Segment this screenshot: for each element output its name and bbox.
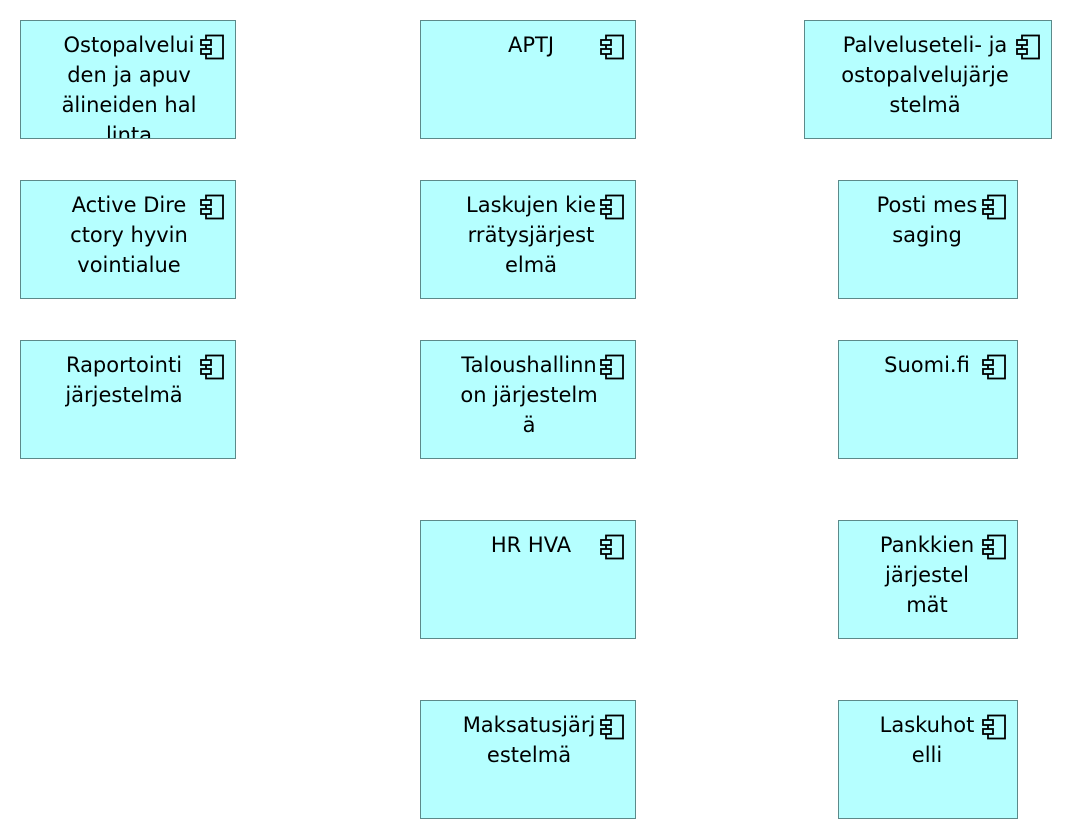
component-label: Laskujen kierrätysjärjestelmä [466, 193, 596, 277]
component-posti-messaging[interactable]: Posti messaging [838, 180, 1018, 299]
application-component-icon [199, 194, 225, 220]
component-active-directory[interactable]: Active Directory hyvinvointialue [20, 180, 236, 299]
component-label: HR HVA [490, 533, 572, 557]
application-component-icon [981, 714, 1007, 740]
component-taloushallinto[interactable]: Taloushallinnon järjestelmä [420, 340, 636, 459]
component-palveluseteli[interactable]: Palveluseteli- ja ostopalvelujärjestelmä [804, 20, 1052, 139]
component-aptj[interactable]: APTJ [420, 20, 636, 139]
component-label: Maksatusjärjestelmä [462, 713, 596, 767]
component-laskujen-kierratys[interactable]: Laskujen kierrätysjärjestelmä [420, 180, 636, 299]
component-label: APTJ [507, 33, 555, 57]
component-laskuhotelli[interactable]: Laskuhotelli [838, 700, 1018, 819]
component-hr-hva[interactable]: HR HVA [420, 520, 636, 639]
component-maksatus[interactable]: Maksatusjärjestelmä [420, 700, 636, 819]
application-component-icon [599, 194, 625, 220]
component-raportointi[interactable]: Raportointi järjestelmä [20, 340, 236, 459]
component-label: Suomi.fi [884, 353, 970, 377]
component-ostopalvelut[interactable]: Ostopalveluiden ja apuvälineiden hallint… [20, 20, 236, 139]
application-component-icon [981, 354, 1007, 380]
component-label: Posti messaging [876, 193, 978, 247]
application-component-icon [599, 354, 625, 380]
application-component-icon [599, 714, 625, 740]
component-label: Active Directory hyvinvointialue [70, 193, 188, 277]
application-component-icon [1015, 34, 1041, 60]
component-suomifi[interactable]: Suomi.fi [838, 340, 1018, 459]
application-component-icon [599, 534, 625, 560]
component-label: Taloushallinnon järjestelmä [460, 353, 598, 437]
component-label: Pankkien järjestelmät [879, 533, 975, 617]
application-component-icon [981, 534, 1007, 560]
component-label: Palveluseteli- ja ostopalvelujärjestelmä [841, 33, 1009, 117]
component-label: Raportointi järjestelmä [65, 353, 183, 407]
component-label: Ostopalveluiden ja apuvälineiden hallint… [61, 33, 197, 139]
application-component-icon [599, 34, 625, 60]
component-pankkien[interactable]: Pankkien järjestelmät [838, 520, 1018, 639]
application-component-icon [981, 194, 1007, 220]
component-label: Laskuhotelli [879, 713, 975, 767]
application-component-icon [199, 34, 225, 60]
application-component-icon [199, 354, 225, 380]
